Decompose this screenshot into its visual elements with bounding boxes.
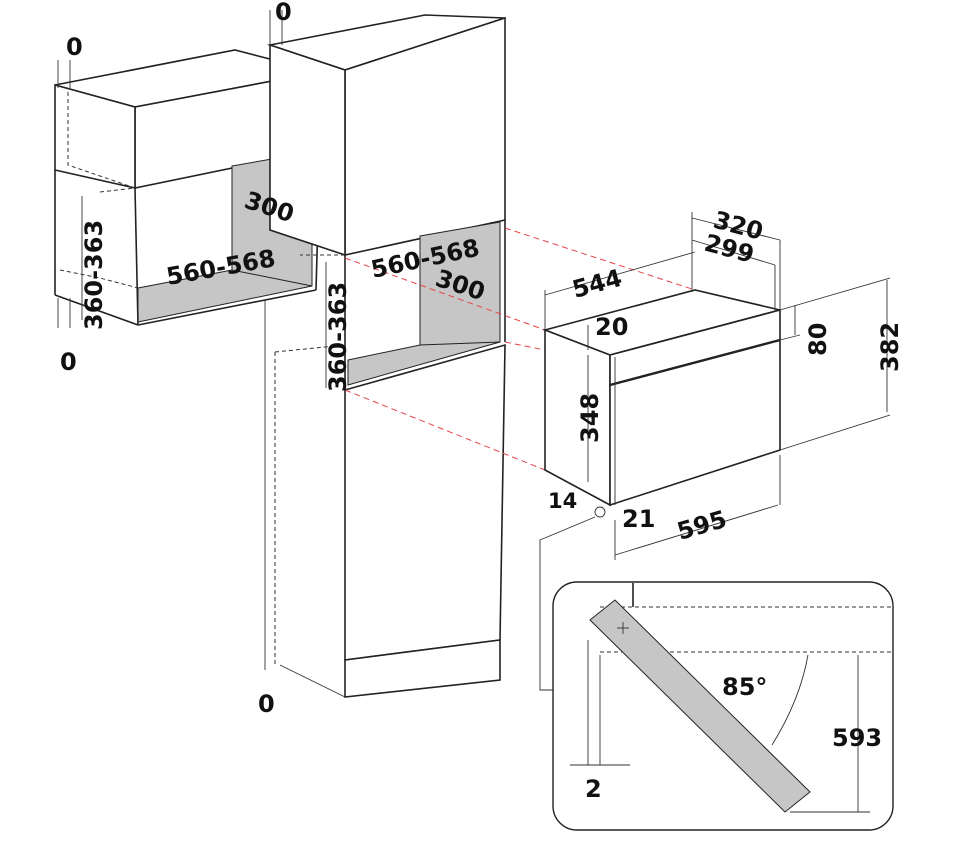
oven-panel-height-label: 80: [804, 323, 832, 356]
oven-bottom-offset-label: 14: [548, 489, 577, 513]
tall-gap-bottom-label: 0: [258, 690, 275, 718]
oven-front-height-label: 382: [876, 322, 904, 372]
tall-gap-top-label: 0: [275, 0, 292, 26]
oven-body-width-label: 544: [569, 264, 625, 304]
door-height-label: 593: [832, 724, 882, 752]
tall-cabinet: [264, 10, 506, 698]
oven: [539, 212, 891, 691]
oven-front-width-label: 595: [674, 505, 730, 546]
tall-niche-floor: [347, 341, 501, 386]
oven-front-thickness-label: 21: [622, 505, 655, 533]
oven-top-offset-label: 20: [595, 313, 628, 341]
wall-gap-top-label: 0: [66, 33, 83, 61]
wall-gap-bottom-label: 0: [60, 348, 77, 376]
tall-niche-height-label: 360-363: [324, 282, 352, 392]
guide-lines: [344, 227, 696, 471]
detail-marker: [594, 506, 606, 518]
door-angle-label: 85°: [722, 673, 767, 701]
door-angle-detail: [552, 581, 894, 831]
door-offset-label: 2: [585, 775, 602, 803]
wall-cabinet: [54, 49, 321, 328]
oven-body-height-label: 348: [576, 393, 604, 443]
wall-niche-height-label: 360-363: [80, 220, 108, 330]
